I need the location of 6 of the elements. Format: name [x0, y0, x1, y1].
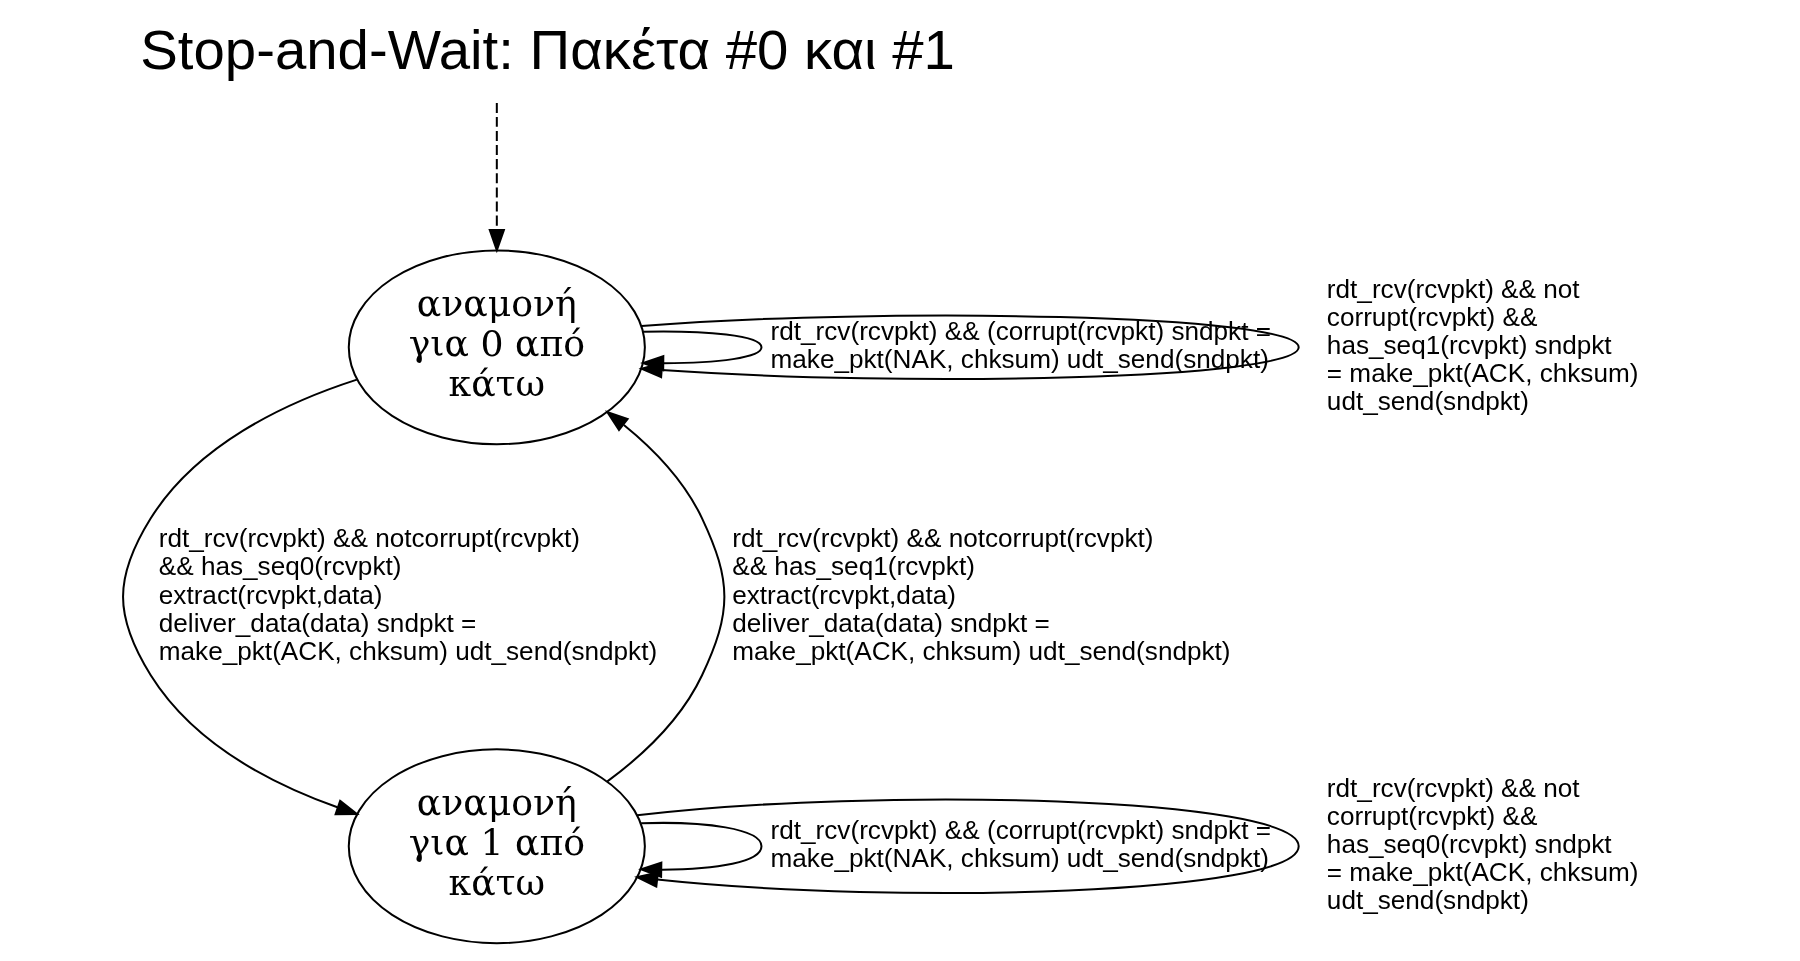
edge-label: rdt_rcv(rcvpkt) && (corrupt(rcvpkt) sndpkt = make_pkt(NAK, chksum) udt_send(sndpkt) — [770, 815, 1271, 874]
diagram-title: Stop-and-Wait: Πακέτα #0 και #1 — [140, 18, 955, 82]
edge-label: rdt_rcv(rcvpkt) && not corrupt(rcvpkt) && has_seq1(rcvpkt) sndpkt = make_pkt(ACK, chksum) udt_send(sndpkt) — [1326, 273, 1639, 417]
edge-label: rdt_rcv(rcvpkt) && notcorrupt(rcvpkt) && has_seq0(rcvpkt) extract(rcvpkt,data) deliver_data(data) sndpkt = make_pkt(ACK, chksum) udt_send(sndpkt) — [158, 523, 658, 666]
edge-label: rdt_rcv(rcvpkt) && notcorrupt(rcvpkt) && has_seq1(rcvpkt) extract(rcvpkt,data) deliver_data(data) sndpkt = make_pkt(ACK, chksum) udt_send(sndpkt) — [732, 523, 1231, 666]
edge-label: rdt_rcv(rcvpkt) && not corrupt(rcvpkt) && has_seq0(rcvpkt) sndpkt = make_pkt(ACK, chksum) udt_send(sndpkt) — [1326, 772, 1639, 916]
